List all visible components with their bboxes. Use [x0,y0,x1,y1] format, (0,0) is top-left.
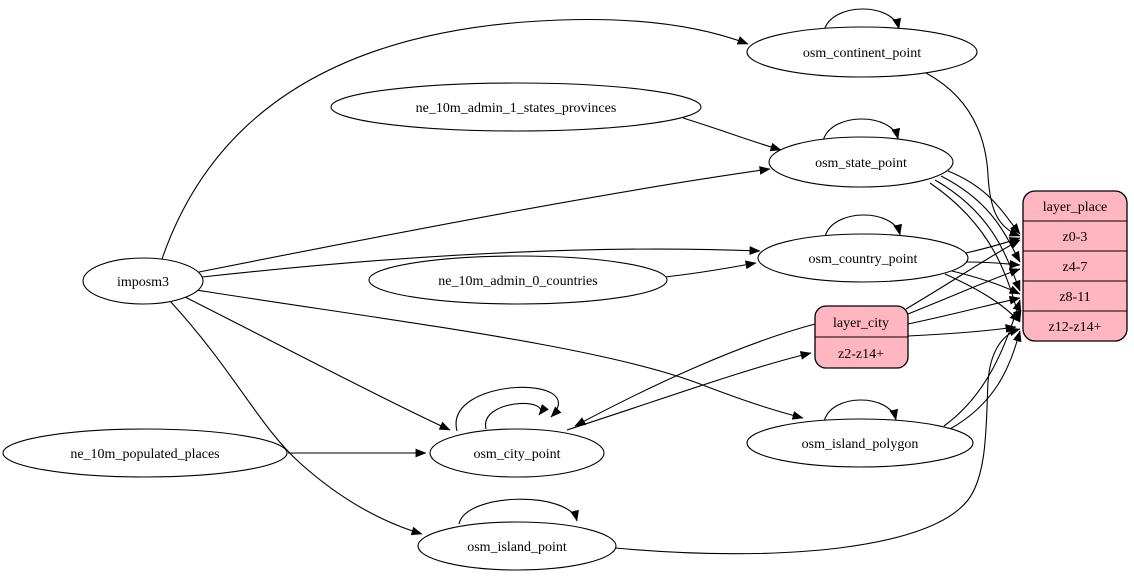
edge-osm_country_point-layer_place-z0-3 [965,237,1021,254]
node-osm_state_point-label: osm_state_point [815,156,907,171]
node-imposm3-label: imposm3 [117,275,169,290]
node-ne_10m_admin_0_countries: ne_10m_admin_0_countries [368,255,668,305]
record-layer_place-row-z4-7: z4-7 [1063,260,1088,275]
edge-layer_city-layer_place-z4-7 [907,268,1021,315]
edge-osm_country_point-layer_place-z12-z14 [944,273,1021,323]
edge-osm_state_point-layer_place-z0-3 [947,170,1021,235]
record-layer_place: layer_place z0-3 z4-7 z8-11 z12-z14+ [1022,190,1128,342]
edge-osm_island_polygon-layer_place-z8-11 [943,299,1022,427]
edge-selfloop-outer-osm_city_point [455,386,562,432]
node-ne_10m_populated_places-label: ne_10m_populated_places [70,447,219,462]
edge-selfloop-inner-osm_city_point [485,402,549,430]
edge-osm_city_point-layer_city-z2-z14 [566,351,812,431]
edge-osm_continent_point-layer_place-z0-3 [925,72,1021,237]
edge-imposm3-osm_country_point [201,246,761,278]
edge-selfloop-osm_island_polygon [823,399,899,423]
node-ne_10m_populated_places-shape [2,428,288,478]
node-osm_country_point-shape [757,233,969,283]
edge-ne_10m_admin_0_countries-osm_country_point [664,260,757,278]
edge-imposm3-osm_continent_point [161,18,749,260]
node-osm_state_point-shape [768,136,954,188]
edge-ne_10m_admin_1_states_provinces-osm_state_point [682,117,782,152]
node-osm_country_point-label: osm_country_point [809,252,918,267]
edge-selfloop-osm_country_point [824,214,903,238]
edge-osm_state_point-layer_place-z8-11 [934,179,1021,292]
edge-layer_city-layer_place-z8-11 [907,295,1021,325]
record-layer_place-row-z8-11: z8-11 [1059,290,1090,305]
edge-imposm3-osm_island_polygon [195,289,804,420]
node-osm_country_point: osm_country_point [757,233,969,283]
edge-layer [161,8,1022,555]
edge-osm_country_point-layer_place-z8-11 [951,270,1021,295]
node-osm_continent_point-label: osm_continent_point [803,46,921,61]
node-osm_island_point: osm_island_point [417,521,617,571]
node-imposm3: imposm3 [82,257,204,305]
record-layer_place-row-z12-z14: z12-z14+ [1049,320,1102,335]
edge-imposm3-osm_island_point [169,300,423,536]
edge-layer_city-osm_city_point [574,323,816,427]
node-ne_10m_admin_1_states_provinces-shape [330,82,702,132]
edge-layer_city-layer_place-z12-z14 [907,324,1017,337]
node-ne_10m_admin_1_states_provinces-label: ne_10m_admin_1_states_provinces [416,101,617,116]
node-osm_state_point: osm_state_point [768,136,954,188]
node-ne_10m_populated_places: ne_10m_populated_places [2,428,288,478]
edge-selfloop-osm_continent_point [823,8,902,32]
record-layer_city-title: layer_city [833,316,889,331]
node-osm_island_point-shape [417,521,617,571]
node-osm_island_polygon: osm_island_polygon [746,418,974,468]
node-osm_continent_point-shape [746,26,978,78]
record-layer_city: layer_city z2-z14+ [814,305,909,369]
record-layer_city-row-z2-z14: z2-z14+ [838,347,884,362]
edge-osm_island_point-layer_place-z12-z14 [614,327,1021,555]
edge-layer_city-layer_place-z0-3 [905,239,1021,310]
record-layer_place-box [1022,190,1128,342]
edge-osm_island_polygon-layer_place-z12-z14 [949,330,1022,430]
node-ne_10m_admin_0_countries-shape [368,255,668,305]
node-osm_city_point-label: osm_city_point [473,447,560,462]
node-ne_10m_admin_1_states_provinces: ne_10m_admin_1_states_provinces [330,82,702,132]
node-osm_island_point-label: osm_island_point [467,540,567,555]
edge-osm_state_point-layer_place-z4-7 [940,175,1021,263]
node-osm_city_point-shape [429,428,605,478]
edge-selfloop-osm_state_point [822,118,901,142]
node-ne_10m_admin_0_countries-label: ne_10m_admin_0_countries [438,274,597,289]
record-layer_place-title: layer_place [1043,200,1108,215]
edge-imposm3-osm_state_point [198,166,771,273]
node-osm_island_polygon-shape [746,418,974,468]
edge-selfloop-osm_island_point [458,498,579,525]
edge-imposm3-osm_city_point [184,296,451,431]
node-osm_city_point: osm_city_point [429,428,605,478]
node-osm_continent_point: osm_continent_point [746,26,978,78]
edge-osm_country_point-layer_place-z4-7 [966,259,1021,269]
node-osm_island_polygon-label: osm_island_polygon [802,437,919,452]
record-layer_place-row-z0-3: z0-3 [1063,230,1088,245]
node-imposm3-shape [82,257,204,305]
